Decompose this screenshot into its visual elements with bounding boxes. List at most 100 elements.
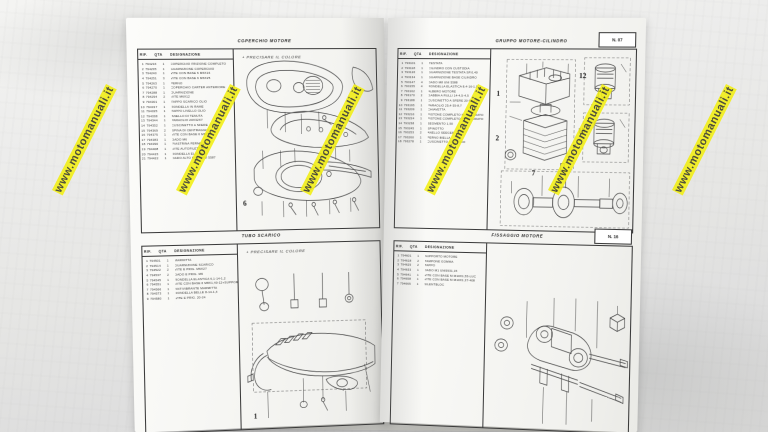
table-cell: 1 [162,80,165,86]
table-cell: 793216 [403,111,415,117]
right-bottom-panel: FISSAGGIO MOTORE N. 16 RIF. QTA DESIGNAZ… [389,228,633,432]
table-cell: 1 [421,61,424,66]
th-qta: QTA [409,244,418,249]
table-cell: SILENTBLOC [424,281,445,287]
table-cell: 793278 [403,139,414,144]
table-cell: 1 [420,107,423,112]
right-top-panel: GRUPPO MOTORE-CILINDRO N. 07 RIF. QTA DE… [393,32,638,234]
table-cell: 1 [164,132,166,137]
table-cell: 793188 [403,98,415,103]
table-header-row: RIF. QTA DESIGNAZIONE [398,49,491,60]
left-bottom-panel: TUBO SCARICO + PRECISARE IL COLORE RIF. … [141,232,385,432]
table-cell: 793162 [404,88,415,94]
table-cell: 1 [164,142,167,147]
table-cell: 1 [420,116,423,121]
table-cell: 793224 [403,116,415,121]
table-cell: 793260 [403,135,414,140]
right-bottom-page-number: N. 16 [594,228,633,245]
table-cell: 1 [419,135,422,140]
table-cell: 793238 [403,121,415,126]
table-cell: 1 [164,151,167,156]
table-cell: 794235 [145,66,157,72]
table-cell: TESTATA [428,61,443,66]
table-cell: 1 [164,156,167,161]
table-cell: 1 [420,89,423,94]
table-cell: COPERCHIO FRIZIONE COMPLETO [170,61,227,67]
table-cell: 794294 [145,95,158,100]
table-cell: 794618 [400,258,412,263]
table-cell: 794390 [146,142,159,147]
table-cell: 794352 [146,123,158,128]
left-top-panel: COPERCHIO MOTORE + PRECISARE IL COLORE R… [137,38,381,234]
table-cell: 794580 [150,296,162,301]
table-cell: 1 [163,113,166,119]
table-cell: 1 [167,296,170,301]
table-cell: 794270 [145,85,157,90]
left-bottom-figure: 1 [238,241,383,429]
table-cell: 793147 [404,79,416,84]
table-cell: 794240 [145,71,157,76]
table-cell: 1 [163,90,166,95]
callout-6: 6 [242,199,247,208]
table-cell: 1 [419,139,422,144]
table-cell: 793101 [404,61,416,66]
th-qta: QTA [154,52,163,57]
table-cell: 1 [163,109,166,114]
table-cell: 1 [164,146,167,151]
open-book: COPERCHIO MOTORE + PRECISARE IL COLORE R… [125,17,647,432]
table-cell: 1 [420,121,422,126]
th-ref: RIF. [143,249,152,254]
table-cell: 1 [421,75,423,80]
table-cell: 1 [163,85,165,90]
table-cell: 794501 [149,258,161,264]
table-cell: 794263 [145,81,157,86]
table-cell: 4 [420,79,423,84]
table-cell: 2 [419,130,422,135]
table-cell: 1 [163,118,166,123]
table-cell: 794633 [400,267,412,272]
th-ref: RIF. [139,52,148,57]
table-cell: 1 [163,99,166,104]
th-designation: DESIGNAZIONE [174,247,205,253]
table-cell: 793118 [404,65,416,71]
table-cell: 1 [162,62,165,67]
left-top-figure: 6 [234,49,380,230]
th-qta: QTA [158,248,167,254]
right-top-parts-table: RIF. QTA DESIGNAZIONE 1 793101 1 TESTATA 2 79… [394,49,492,230]
table-cell: DADO ALTO M6X1 UNI 5587 [172,155,216,161]
left-top-title: COPERCHIO MOTORE [237,37,292,43]
table-cell: 1 [420,102,423,107]
left-page: COPERCHIO MOTORE + PRECISARE IL COLORE R… [125,17,393,432]
table-cell: 1 [421,70,423,75]
callout-1: 1 [496,89,501,98]
table-cell: 3 [162,76,165,81]
table-cell: 1 [419,125,422,131]
table-cell: 794301 [145,99,158,105]
table-cell: 794408 [146,146,159,152]
table-cell: 793195 [403,102,415,107]
callout-2: 2 [495,134,500,143]
table-cell: 1 [162,71,165,76]
table-cell: 793209 [403,107,415,112]
table-cell: 1 [421,66,424,71]
callout-7: 7 [531,169,536,178]
table-cell: 794383 [146,137,159,142]
callout-13: 13 [577,127,586,136]
th-designation: DESIGNAZIONE [428,51,459,56]
table-cell: 1 [420,98,423,103]
callout-12: 12 [579,71,587,81]
table-cell: 794601 [400,253,412,258]
table-cell: 794288 [145,90,158,95]
table-cell: 794415 [147,151,159,156]
table-cell: 1 [163,123,166,128]
th-ref: RIF. [399,51,408,56]
right-page: GRUPPO MOTORE-CILINDRO N. 07 RIF. QTA DE… [379,17,647,432]
